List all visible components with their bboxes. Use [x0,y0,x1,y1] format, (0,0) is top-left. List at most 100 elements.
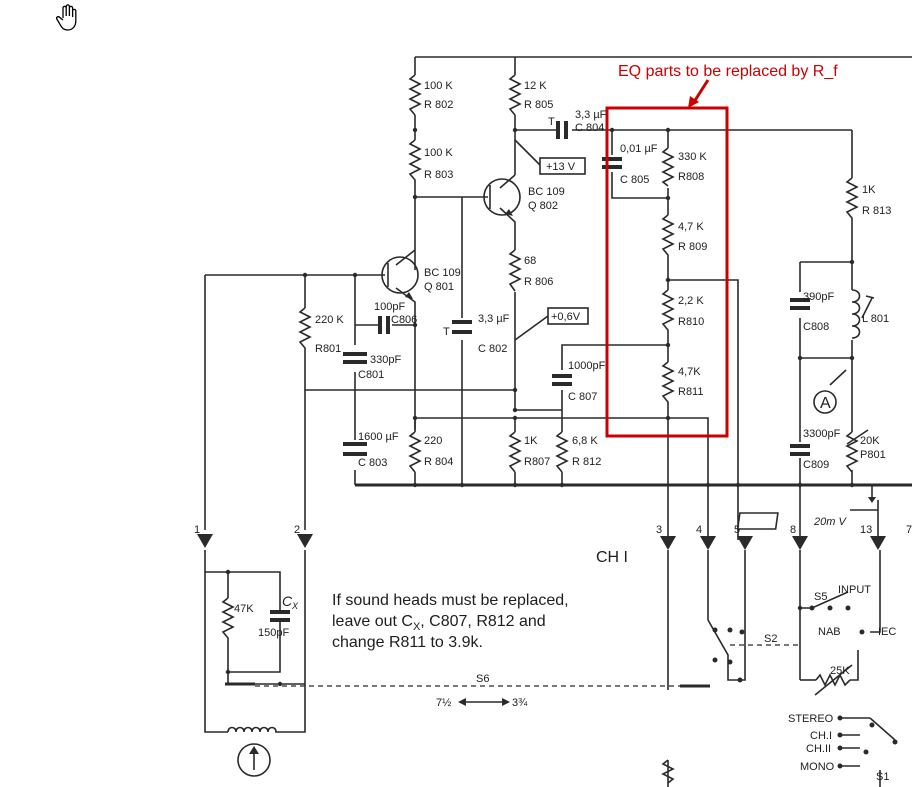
svg-text:INPUT: INPUT [838,584,871,596]
svg-text:7½: 7½ [436,697,451,709]
svg-text:R 812: R 812 [572,456,601,468]
resistor-r803 [408,139,422,185]
svg-text:0,01 µF: 0,01 µF [620,143,658,155]
svg-text:T: T [443,326,450,338]
svg-text:A: A [820,395,831,412]
potentiometer-p801 [845,431,859,473]
capacitor-cx [270,610,290,622]
terminal-arrows [197,497,886,550]
note-line-1: If sound heads must be replaced, [332,592,569,609]
capacitor-c804 [556,121,568,139]
svg-text:3,3 µF: 3,3 µF [478,313,510,325]
resistors [221,74,869,784]
svg-text:X: X [291,601,299,611]
svg-text:20m V: 20m V [813,516,847,528]
svg-text:T: T [548,116,555,128]
svg-text:S2: S2 [764,633,777,645]
svg-text:C 803: C 803 [358,457,387,469]
capacitor-c805 [602,157,622,169]
svg-text:3: 3 [656,524,662,536]
svg-text:3,3 µF: 3,3 µF [575,109,607,121]
svg-text:R 803: R 803 [424,169,453,181]
svg-text:R801: R801 [315,343,341,355]
annotation-arrow [692,79,710,103]
svg-text:IEC: IEC [878,626,896,638]
junction-dots [225,127,898,769]
svg-text:P801: P801 [860,449,886,461]
resistor-r806 [508,249,522,292]
resistor-47k [221,597,235,640]
svg-text:R811: R811 [678,386,703,398]
transistor-q801 [381,256,419,299]
capacitor-c802 [452,320,472,334]
svg-text:C806: C806 [391,314,417,326]
svg-text:8: 8 [790,524,796,536]
svg-text:1600 µF: 1600 µF [358,431,399,443]
resistor-r802 [408,74,422,116]
voltage-box-06v [547,307,589,325]
voltage-box-13v [539,157,586,175]
svg-text:5: 5 [734,524,740,536]
wiring [204,56,912,787]
svg-text:L 801: L 801 [862,313,889,325]
svg-text:R 805: R 805 [524,99,553,111]
svg-text:BC 109: BC 109 [424,267,461,279]
resistor-r805 [508,74,522,116]
svg-text:+13 V: +13 V [546,161,576,173]
capacitor-c808 [790,298,810,310]
capacitor-c803 [343,442,367,456]
svg-text:NAB: NAB [818,626,841,638]
svg-text:220 K: 220 K [315,314,344,326]
svg-text:100 K: 100 K [424,147,453,159]
svg-text:47K: 47K [234,603,254,615]
svg-text:20K: 20K [860,435,880,447]
svg-text:7: 7 [906,524,912,536]
svg-text:3¾: 3¾ [512,697,528,709]
svg-text:68: 68 [524,255,536,267]
svg-text:C 802: C 802 [478,343,507,355]
resistor-r810 [661,289,675,332]
svg-text:330 K: 330 K [678,151,707,163]
capacitor-c807 [552,374,572,386]
svg-text:Q 802: Q 802 [528,200,558,212]
resistor-r804 [408,431,422,473]
svg-text:220: 220 [424,435,442,447]
labels: EQ parts to be replaced by R_f 100 K R 8… [194,63,912,783]
svg-text:4,7 K: 4,7 K [678,221,704,233]
resistor-r813 [845,177,859,220]
sound-head [227,726,285,777]
svg-text:C808: C808 [803,321,829,333]
capacitor-c809 [790,444,810,456]
svg-text:R 802: R 802 [424,99,453,111]
resistor-r811 [661,361,675,405]
note-line-3: change R811 to 3.9k. [332,634,483,651]
svg-text:C 804: C 804 [575,122,604,134]
resistor-r807 [508,431,522,473]
test-point-a [813,390,837,414]
svg-text:R 809: R 809 [678,241,707,253]
svg-text:CH.I: CH.I [810,730,832,742]
hand-pointer-icon [55,4,78,32]
svg-text:R 804: R 804 [424,456,453,468]
annotation-text: EQ parts to be replaced by R_f [618,63,838,80]
svg-text:STEREO: STEREO [788,713,834,725]
svg-text:3300pF: 3300pF [803,428,841,440]
svg-text:1K: 1K [862,184,876,196]
svg-text:390pF: 390pF [803,291,834,303]
svg-text:6,8 K: 6,8 K [572,435,598,447]
svg-text:C: C [282,593,293,609]
svg-text:R 806: R 806 [524,276,553,288]
svg-text:MONO: MONO [800,761,835,773]
svg-text:R 813: R 813 [862,205,891,217]
svg-text:2: 2 [294,524,300,536]
resistor-r808 [661,147,675,187]
svg-text:12 K: 12 K [524,80,547,92]
svg-text:100 K: 100 K [424,80,453,92]
svg-text:S1: S1 [876,771,889,783]
svg-text:S5: S5 [814,591,827,603]
channel-label: CH I [596,549,628,566]
svg-text:1000pF: 1000pF [568,360,606,372]
capacitors [270,121,810,640]
capacitor-c801 [343,352,367,364]
